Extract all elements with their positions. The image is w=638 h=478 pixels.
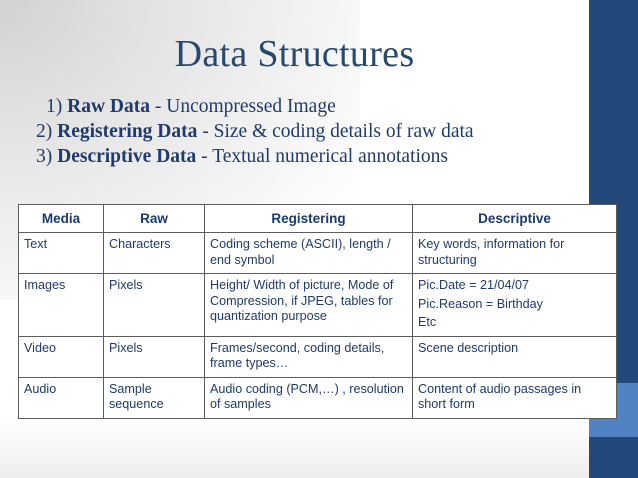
column-header-raw: Raw [103,204,205,233]
table-row: Video Pixels Frames/second, coding detai… [18,335,617,378]
list-item-rest: - Textual numerical annotations [196,146,448,167]
table-header-row: Media Raw Registering Descriptive [18,204,617,233]
list-item-term: Raw Data [67,96,150,117]
cell-line: Pic.Reason = Birthday [418,296,543,311]
table-row: Images Pixels Height/ Width of picture, … [18,273,617,337]
list-item-number: 3) [36,146,53,167]
cell-media: Audio [18,376,104,419]
cell-line: Etc [418,315,437,329]
cell-media: Video [18,335,104,378]
cell-registering: Height/ Width of picture, Mode of Compre… [204,273,413,337]
cell-descriptive: Scene description [412,335,617,378]
column-header-descriptive: Descriptive [412,204,617,233]
list-item-rest: - Uncompressed Image [150,96,336,117]
cell-registering: Audio coding (PCM,…) , resolution of sam… [204,376,413,419]
table-body: Text Characters Coding scheme (ASCII), l… [18,232,617,419]
slide-title: Data Structures [174,33,415,75]
column-header-media: Media [18,204,104,233]
list-item-number: 2) [36,121,53,142]
cell-descriptive: Pic.Date = 21/04/07 Pic.Reason = Birthda… [412,273,617,337]
cell-raw: Pixels [103,273,205,337]
background-gradient-bottom [0,418,638,478]
table-header: Media Raw Registering Descriptive [18,204,617,233]
cell-descriptive: Content of audio passages in short form [412,376,617,419]
list-item-term: Registering Data [57,121,198,142]
cell-registering: Coding scheme (ASCII), length / end symb… [204,232,413,274]
list-item-number: 1) [46,96,63,117]
cell-raw: Pixels [103,335,205,378]
cell-raw: Characters [103,232,205,274]
bullet-list: 1) Raw Data - Uncompressed Image 2) Regi… [36,94,581,169]
column-header-registering: Registering [204,204,413,233]
cell-registering: Frames/second, coding details, frame typ… [204,335,413,378]
cell-line: Pic.Date = 21/04/07 [418,278,529,292]
table-row: Text Characters Coding scheme (ASCII), l… [18,232,617,274]
cell-media: Images [18,273,104,337]
media-data-structures-table: Media Raw Registering Descriptive Text C… [18,204,617,419]
list-item-rest: - Size & coding details of raw data [197,121,474,142]
list-item: 3) Descriptive Data - Textual numerical … [36,144,581,169]
list-item: 1) Raw Data - Uncompressed Image [36,94,581,119]
list-item: 2) Registering Data - Size & coding deta… [36,119,581,144]
cell-raw: Sample sequence [103,376,205,419]
cell-descriptive: Key words, information for structuring [412,232,617,274]
cell-media: Text [18,232,104,274]
list-item-term: Descriptive Data [57,146,197,167]
table-row: Audio Sample sequence Audio coding (PCM,… [18,376,617,419]
